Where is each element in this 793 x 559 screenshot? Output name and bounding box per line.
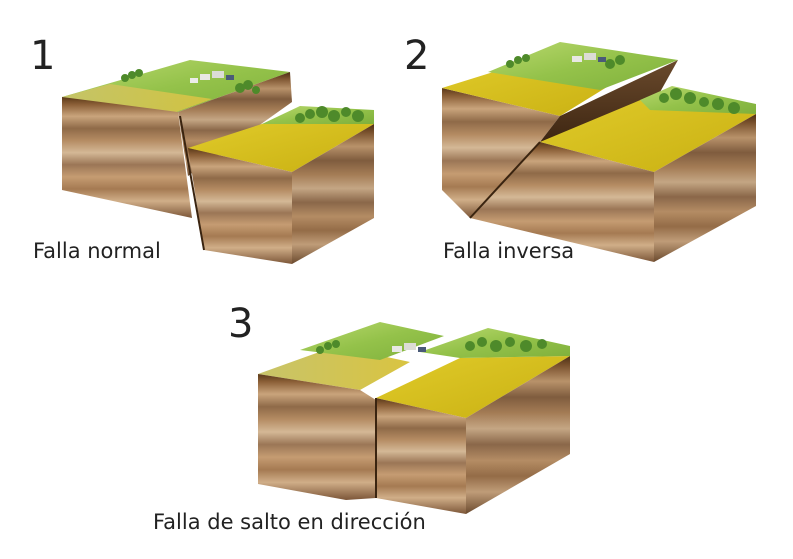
block1-fault-line [179,115,205,251]
block2-farm-buildings [572,53,606,62]
block1-right-top [188,122,374,172]
diagram-number-1: 1 [30,33,56,79]
block1-right-side [292,124,374,264]
block1-farm-buildings [190,71,234,83]
block1-trees [121,69,364,123]
block2-left-grass [488,42,678,90]
block2-fault-plane [540,60,678,142]
diagram-reverse-fault [442,42,756,262]
diagram-normal-fault [62,60,374,264]
diagram-number-2: 2 [404,33,430,79]
block3-right-top [376,356,570,418]
block3-trees [316,337,547,354]
caption-strike-slip-fault: Falla de salto en dirección [153,510,426,534]
caption-reverse-fault: Falla inversa [443,239,575,263]
block2-right-top [540,96,756,172]
block3-farm-buildings [392,343,426,352]
block3-right-side [466,356,570,514]
block2-right-grass [640,86,756,114]
block1-left-front [62,97,192,218]
block1-left-crop-strip [62,84,212,115]
diagram-strike-slip-fault [258,322,570,514]
block3-left-front [258,374,376,500]
block3-right-front [376,398,466,514]
diagram-number-3: 3 [228,301,254,347]
block1-right-front [188,148,292,264]
block2-trees [506,54,740,114]
block2-fault-line [469,141,541,219]
caption-normal-fault: Falla normal [33,239,161,263]
block3-left-grass [300,322,444,360]
block2-left-front [442,88,560,218]
block2-right-side [654,114,756,262]
block2-right-front [470,142,654,262]
